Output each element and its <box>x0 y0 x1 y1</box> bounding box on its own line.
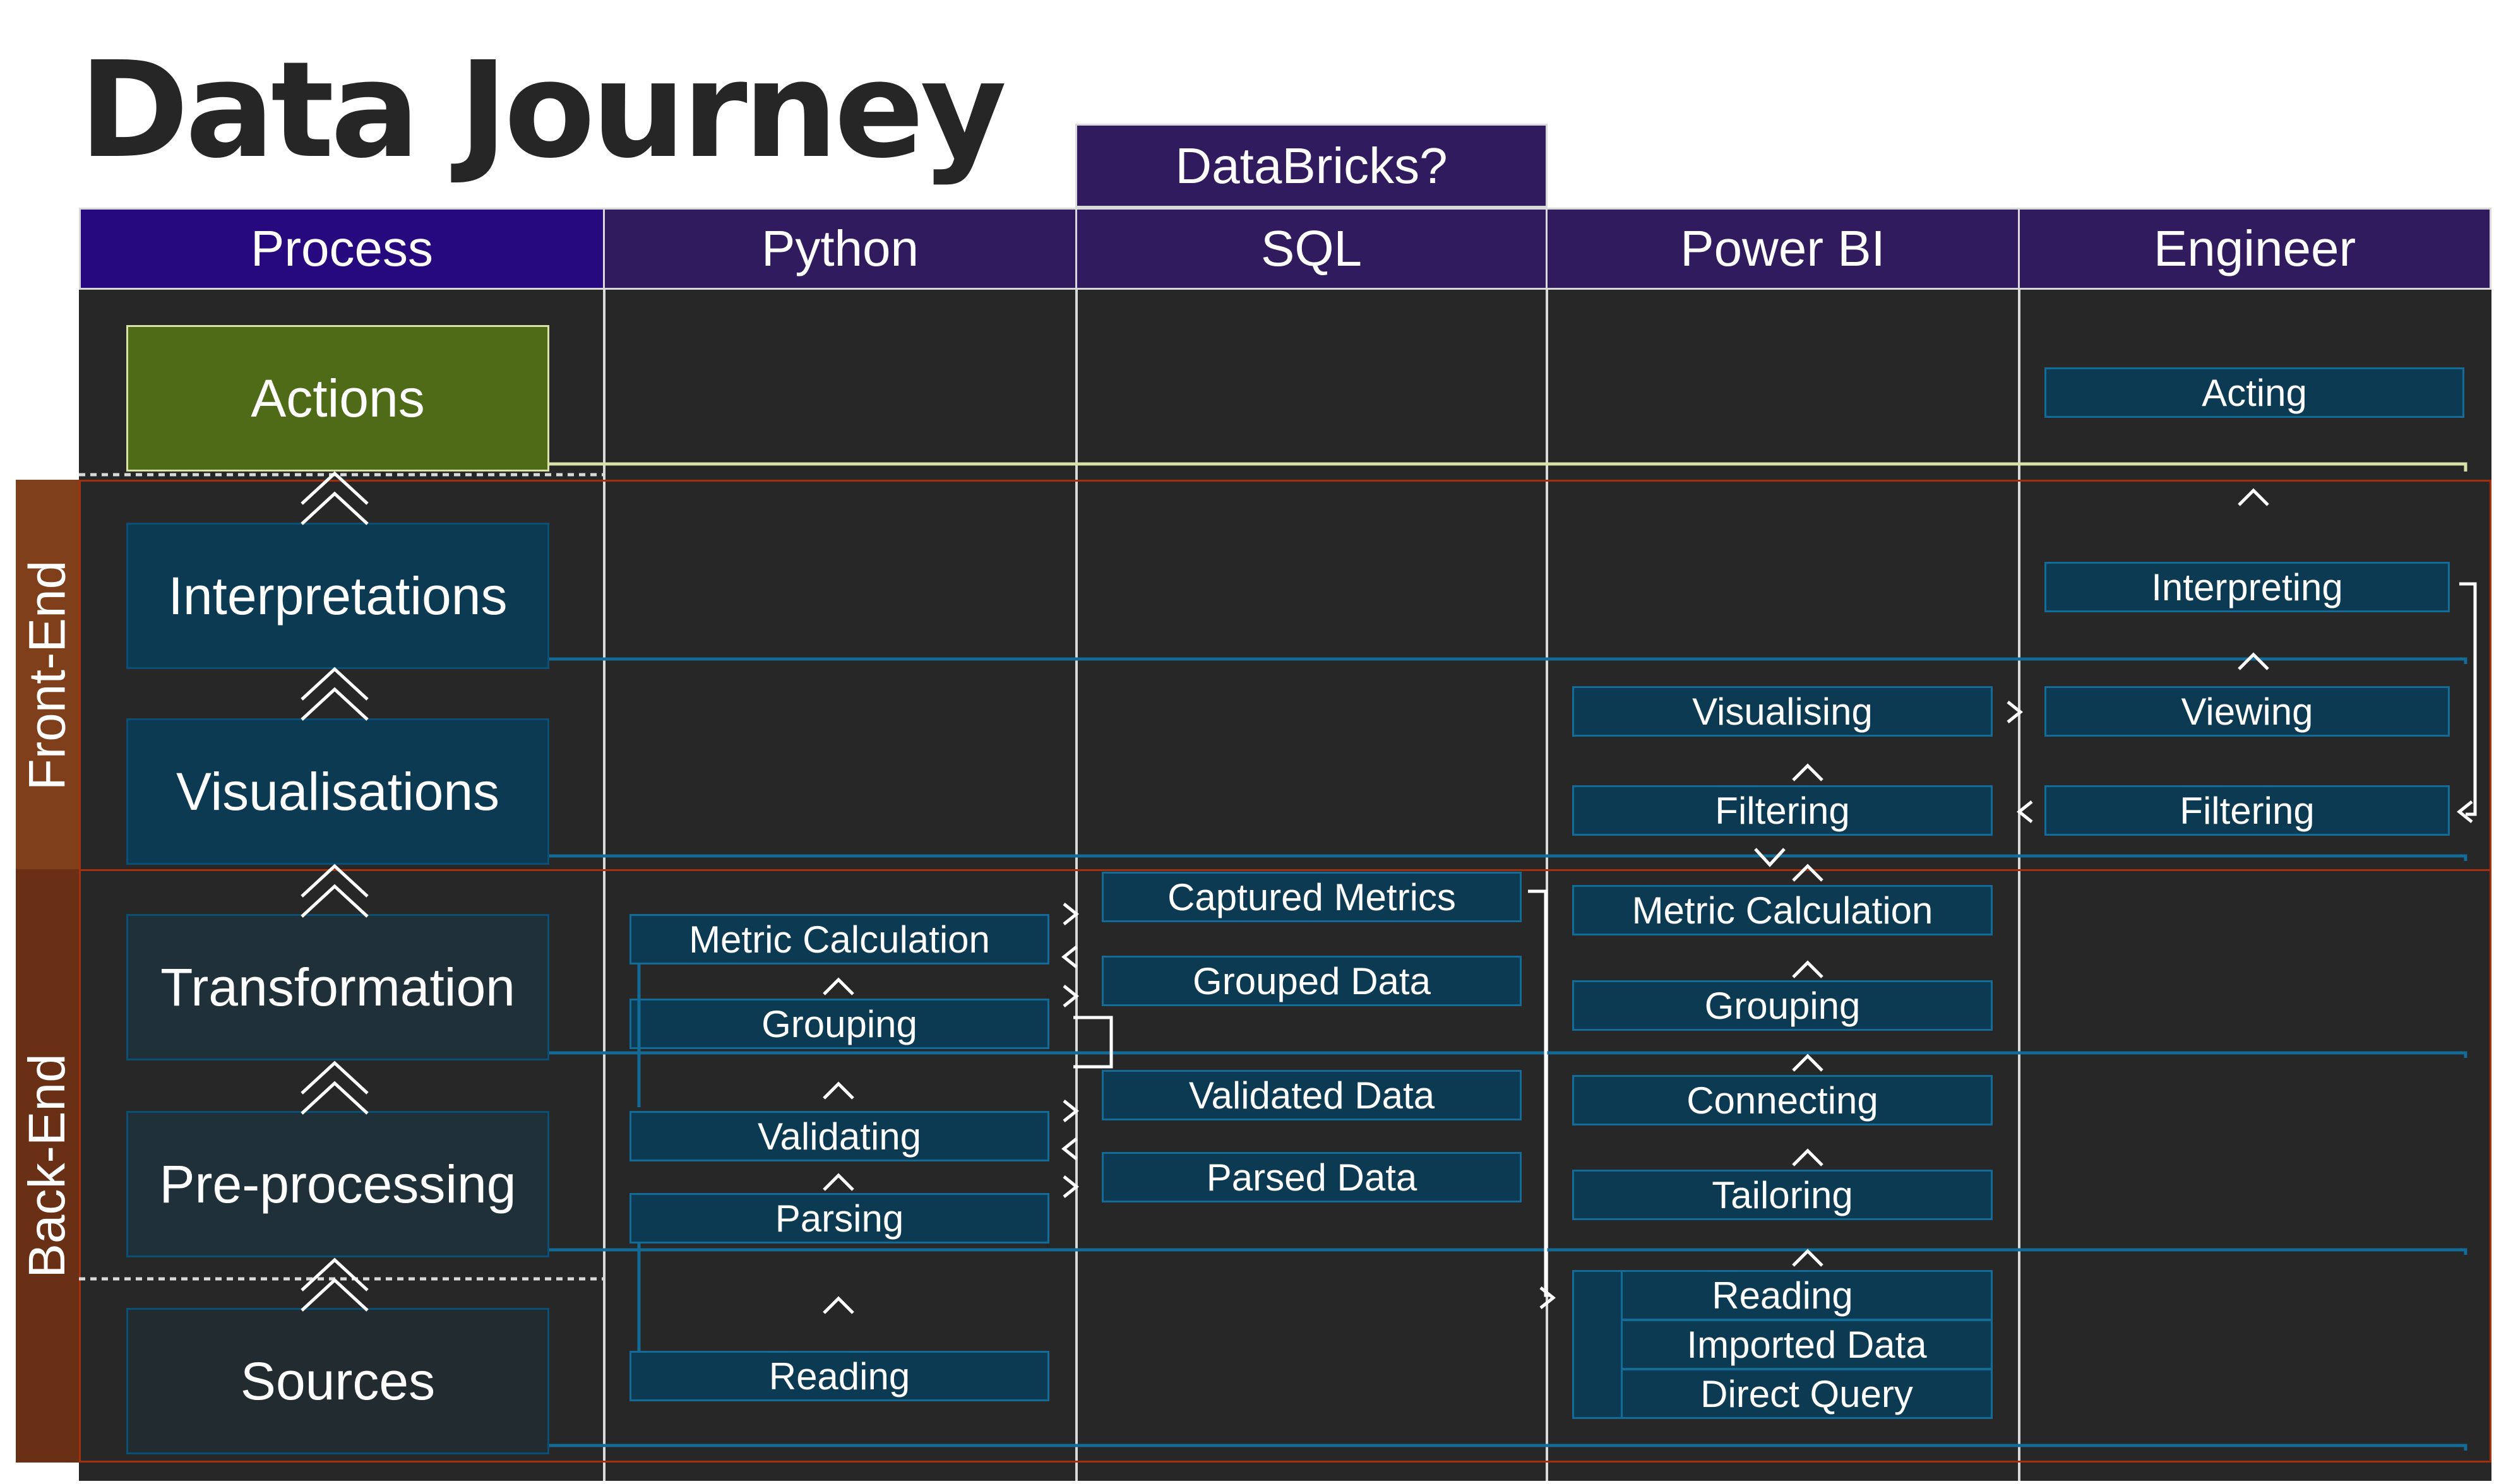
powerbi-tailoring: Tailoring <box>1572 1170 1993 1220</box>
sql-captured-metrics: Captured Metrics <box>1102 872 1522 922</box>
small-up-chevron-icon <box>823 977 854 995</box>
python-metric-calculation: Metric Calculation <box>629 914 1049 965</box>
sql-parsed-data: Parsed Data <box>1102 1152 1522 1202</box>
small-up-chevron-icon <box>1792 864 1823 882</box>
column-header-powerbi: Power BI <box>1546 208 2020 290</box>
pre-processing-tail <box>549 1248 2467 1255</box>
up-chevron-icon <box>301 1278 369 1312</box>
column-divider <box>2018 290 2020 1481</box>
column-header-process: Process <box>79 208 605 290</box>
up-chevron-icon <box>301 864 369 898</box>
python-return-line <box>1073 1016 1113 1069</box>
stage-interpretations: Interpretations <box>126 523 549 669</box>
column-header-python: Python <box>603 208 1077 290</box>
up-chevron-icon <box>301 471 369 505</box>
right-chevron-icon <box>1539 1286 1556 1309</box>
up-chevron-icon <box>301 1081 369 1115</box>
left-chevron-icon <box>1061 946 1078 968</box>
powerbi-grouping: Grouping <box>1572 980 1993 1031</box>
engineer-interpreting: Interpreting <box>2044 562 2450 612</box>
small-up-chevron-icon <box>1792 1148 1823 1166</box>
right-chevron-icon <box>1063 1100 1080 1122</box>
right-chevron-icon <box>2007 701 2024 723</box>
engineer-loop-line <box>2459 582 2477 816</box>
right-chevron-icon <box>1063 1175 1080 1198</box>
powerbi-connecting: Connecting <box>1572 1075 1993 1125</box>
stage-visualisations: Visualisations <box>126 718 549 865</box>
stage-actions: Actions <box>126 325 549 472</box>
up-chevron-icon <box>301 687 369 721</box>
front-end-label: Front-End <box>16 480 79 871</box>
up-chevron-icon <box>301 667 369 701</box>
up-chevron-icon <box>301 1257 369 1291</box>
sql-to-powerbi-line <box>1528 889 1550 1297</box>
left-chevron-icon <box>2456 800 2473 823</box>
back-end-band <box>79 869 2491 1463</box>
column-header-engineer: Engineer <box>2018 208 2491 290</box>
small-up-chevron-icon <box>1792 960 1823 978</box>
powerbi-filtering: Filtering <box>1572 785 1993 836</box>
small-up-chevron-icon <box>2238 652 2269 670</box>
small-up-chevron-icon <box>823 1296 854 1314</box>
back-end-label: Back-End <box>16 869 79 1463</box>
small-up-chevron-icon <box>1792 1054 1823 1072</box>
python-validating: Validating <box>629 1111 1049 1161</box>
engineer-filtering: Filtering <box>2044 785 2450 836</box>
stage-pre-processing: Pre-processing <box>126 1111 549 1257</box>
up-chevron-icon <box>301 884 369 918</box>
column-divider <box>603 290 606 1481</box>
column-header-sql: SQL <box>1075 208 1548 290</box>
small-up-chevron-icon <box>823 1081 854 1100</box>
sql-grouped-data: Grouped Data <box>1102 956 1522 1006</box>
up-chevron-icon <box>301 1060 369 1095</box>
interpretations-tail <box>549 657 2467 664</box>
transformation-tail <box>549 1051 2467 1058</box>
powerbi-imported-data: Imported Data <box>1623 1319 1993 1370</box>
small-down-chevron-icon <box>1754 848 1786 867</box>
page-title: Data Journey <box>79 33 1007 187</box>
powerbi-direct-query: Direct Query <box>1623 1368 1993 1419</box>
sources-tail <box>549 1444 2467 1451</box>
small-up-chevron-icon <box>1792 1249 1823 1267</box>
left-chevron-icon <box>1061 1137 1078 1160</box>
stage-sources: Sources <box>126 1308 549 1454</box>
up-chevron-icon <box>301 491 369 525</box>
right-chevron-icon <box>1063 985 1080 1007</box>
column-divider <box>1075 290 1078 1481</box>
powerbi-metric-calculation: Metric Calculation <box>1572 885 1993 935</box>
powerbi-visualising: Visualising <box>1572 686 1993 737</box>
engineer-acting: Acting <box>2044 367 2464 418</box>
visualisations-tail <box>549 854 2467 861</box>
python-reading: Reading <box>629 1351 1049 1401</box>
powerbi-reading-group-frame <box>1572 1270 1623 1419</box>
small-up-chevron-icon <box>823 1173 854 1191</box>
python-grouping: Grouping <box>629 999 1049 1049</box>
actions-tail <box>549 462 2467 472</box>
python-parsing: Parsing <box>629 1193 1049 1244</box>
small-up-chevron-icon <box>1792 763 1823 781</box>
column-divider <box>1546 290 1548 1481</box>
right-chevron-icon <box>1063 903 1080 925</box>
sql-validated-data: Validated Data <box>1102 1070 1522 1120</box>
small-up-chevron-icon <box>2238 488 2269 506</box>
engineer-viewing: Viewing <box>2044 686 2450 737</box>
databricks-header: DataBricks? <box>1075 124 1548 208</box>
stage-transformation: Transformation <box>126 914 549 1060</box>
left-chevron-icon <box>2016 800 2033 823</box>
